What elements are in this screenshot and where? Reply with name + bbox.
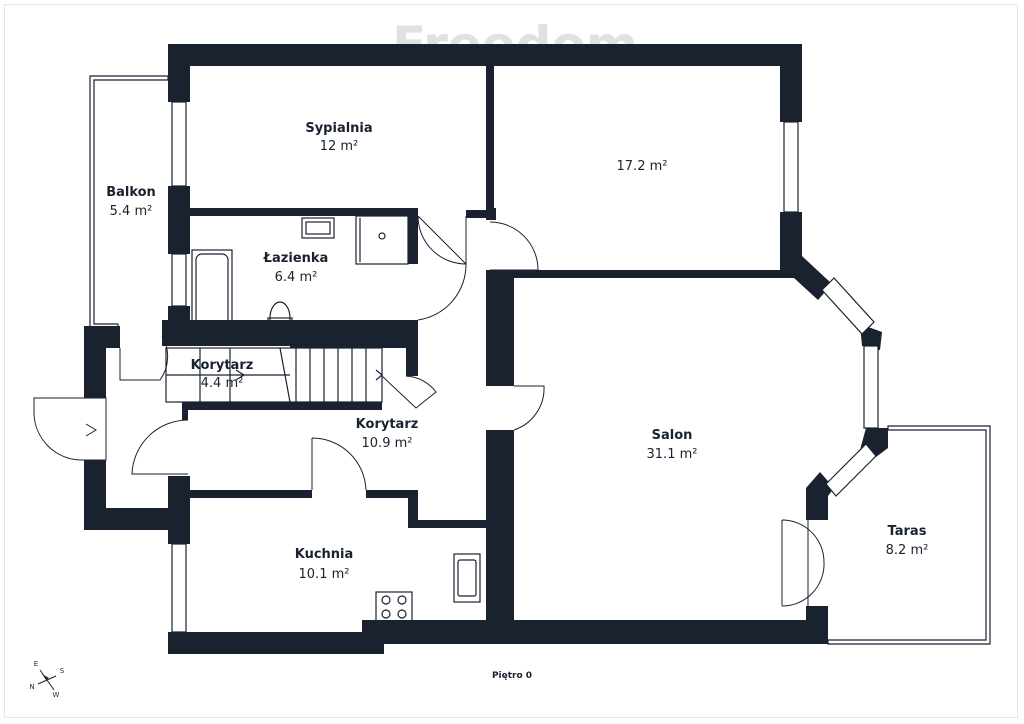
- room-taras: Taras 8.2 m²: [886, 524, 929, 558]
- room-area: 8.2 m²: [886, 543, 929, 558]
- floor-label: Piętro 0: [492, 671, 532, 681]
- compass-s: S: [60, 667, 65, 675]
- compass-n: N: [29, 683, 34, 691]
- toilet: [267, 301, 293, 341]
- bathtub: [191, 249, 233, 339]
- room-area: 4.4 m²: [201, 376, 244, 391]
- room-area: 6.4 m²: [275, 270, 318, 285]
- room-korytarz: Korytarz 10.9 m²: [356, 417, 419, 451]
- room-balkon: Balkon 5.4 m²: [106, 185, 156, 219]
- room-name: Korytarz: [191, 358, 254, 373]
- room-area: 10.9 m²: [362, 436, 413, 451]
- compass-icon: E S N W: [29, 660, 64, 699]
- room-17: 17.2 m²: [617, 159, 668, 174]
- room-area: 12 m²: [320, 139, 359, 154]
- kitchen-sink: [453, 553, 481, 603]
- bathroom-sink: [301, 217, 335, 239]
- room-name: Kuchnia: [295, 547, 354, 562]
- room-name: Korytarz: [356, 417, 419, 432]
- room-name: Taras: [888, 524, 927, 539]
- room-area: 5.4 m²: [110, 204, 153, 219]
- exterior-walls: [84, 44, 888, 654]
- room-salon: Salon 31.1 m²: [647, 428, 698, 462]
- room-area: 31.1 m²: [647, 447, 698, 462]
- compass-w: W: [53, 691, 60, 699]
- room-name: Balkon: [106, 185, 156, 200]
- balkon-outline: [89, 75, 169, 329]
- room-name: Sypialnia: [305, 121, 372, 136]
- room-lazienka: Łazienka 6.4 m²: [263, 251, 329, 285]
- interior-walls: [162, 44, 804, 630]
- room-sypialnia: Sypialnia 12 m²: [305, 121, 372, 154]
- windows: [171, 101, 879, 633]
- room-name: Salon: [652, 428, 693, 443]
- room-area: 10.1 m²: [299, 567, 350, 582]
- room-kuchnia: Kuchnia 10.1 m²: [295, 547, 354, 582]
- kitchen-stove: [375, 591, 413, 623]
- staircase: [165, 347, 383, 403]
- room-area: 17.2 m²: [617, 159, 668, 174]
- compass-e: E: [34, 660, 38, 668]
- shower: [355, 215, 409, 265]
- room-name: Łazienka: [263, 251, 329, 266]
- doors: [33, 215, 825, 607]
- room-korytarz-small: Korytarz 4.4 m²: [191, 358, 254, 391]
